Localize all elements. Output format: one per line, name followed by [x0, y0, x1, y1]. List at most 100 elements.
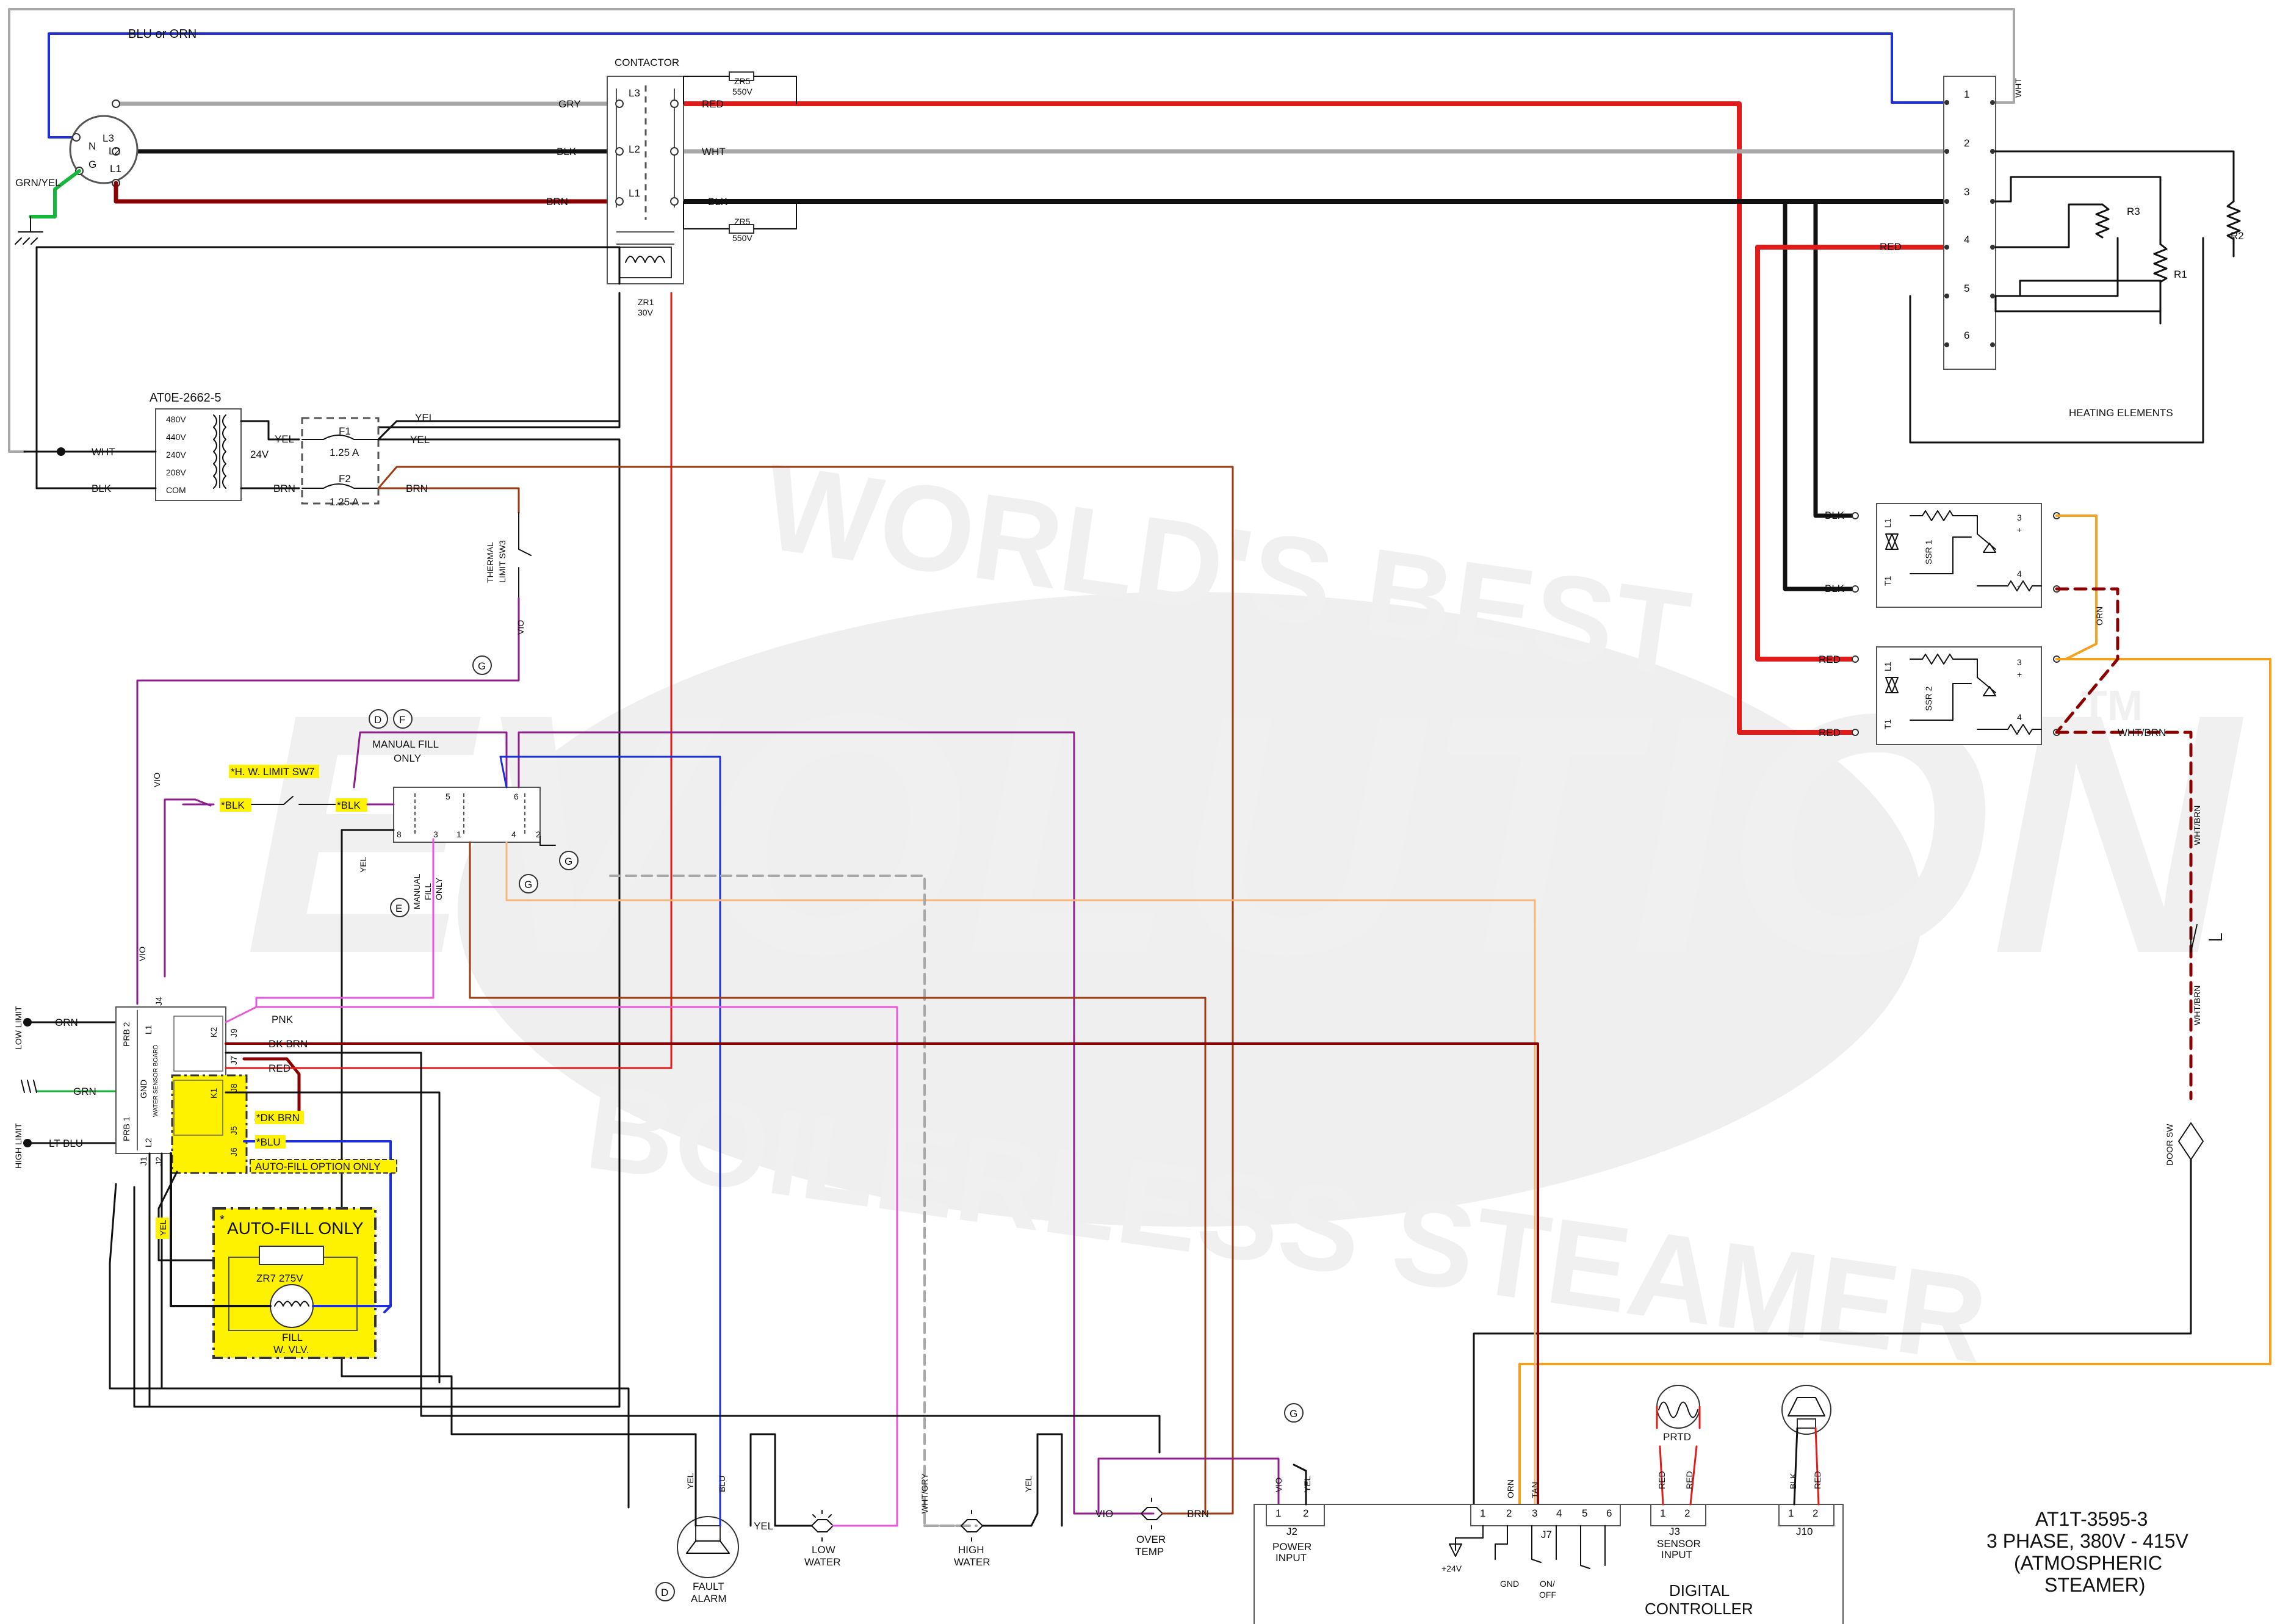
j7-pin5: 5: [1582, 1507, 1587, 1519]
ssr2-label: SSR 2: [1924, 686, 1933, 711]
contactor: CONTACTOR L3 L2 L1 GRY BLK BRN RED WHT B…: [546, 57, 797, 317]
ssr-section: SSR 1 L1 T1 3 + 4 - SSR 2 L1 T1 3 + 4 -: [1518, 503, 2271, 1509]
manual-fill-circle-f: F: [399, 714, 405, 726]
watermark-tm: TM: [2081, 682, 2143, 729]
ssr2-pin3: 3: [2017, 657, 2022, 667]
fuse-f2: F2: [339, 473, 351, 485]
mfs-circle-e: E: [395, 903, 402, 914]
sensor-gnd: GND: [139, 1080, 148, 1099]
sensor-grn: GRN: [73, 1086, 96, 1097]
manual-fill-circle-d: D: [374, 714, 381, 726]
mfs-pin5: 5: [446, 792, 450, 801]
mfs-pin6: 6: [514, 792, 519, 801]
sensor-lt-blu: LT BLU: [49, 1138, 83, 1149]
j7-pin2: 2: [1506, 1507, 1512, 1519]
thermal-label1: THERMAL: [485, 542, 495, 583]
controller-on-off1: ON/: [1540, 1579, 1555, 1589]
contactor-out-red: RED: [702, 98, 724, 110]
sensor-prb2: PRB 2: [121, 1022, 131, 1047]
ssr1-label: SSR 1: [1924, 540, 1933, 565]
ssr1-l1: L1: [1883, 518, 1892, 528]
sensor-input1: SENSOR: [1657, 1538, 1701, 1550]
j3-pin2: 2: [1684, 1507, 1690, 1519]
tap-208: 208V: [166, 467, 186, 477]
high-water1: HIGH: [958, 1544, 984, 1556]
ssr-orn: ORN: [2094, 607, 2104, 626]
top-bus-wht: WHT: [2013, 78, 2023, 98]
door-switch: WHT/BRN WHT/BRN DOOR SW: [1473, 806, 2222, 1509]
ssr1-minus: -: [2017, 581, 2020, 591]
door-sw-label: DOOR SW: [2165, 1124, 2174, 1166]
j3-pin1: 1: [1660, 1507, 1665, 1519]
sensor-prb1: PRB 1: [121, 1116, 131, 1141]
contactor-zr5-top-v: 550V: [732, 87, 752, 96]
high-wht: WHT/GRY: [920, 1473, 929, 1514]
sensor-pnk: PNK: [272, 1014, 294, 1025]
sensor-red: RED: [269, 1063, 290, 1074]
sensor-orn: ORN: [55, 1017, 78, 1028]
mfs-yel: YEL: [358, 856, 368, 873]
door-wht-brn-top: WHT/BRN: [2192, 806, 2202, 845]
sensor-l1: L1: [143, 1025, 153, 1034]
fuse-f2-rating: 1.25 A: [330, 496, 359, 508]
tap-240: 240V: [166, 450, 186, 460]
contactor-zr5-top: ZR5: [734, 76, 751, 86]
ssr2-t1: T1: [1883, 719, 1892, 729]
transformer-title: AT0E-2662-5: [150, 391, 221, 405]
term-1: 1: [1964, 88, 1969, 100]
inlet-pin-l3: L3: [103, 132, 114, 144]
autofill-star: *: [220, 1213, 225, 1227]
j3-red2: RED: [1684, 1471, 1694, 1489]
contactor-out-blk: BLK: [708, 196, 728, 208]
j2-label: J2: [1286, 1526, 1297, 1537]
low-limit-label: LOW LIMIT: [13, 1006, 23, 1050]
ssr1-t1: T1: [1883, 576, 1892, 586]
inlet-pin-n: N: [88, 140, 96, 152]
ssr2-plus: +: [2017, 669, 2022, 679]
term-3: 3: [1964, 186, 1969, 198]
low-water: YEL LOW WATER: [749, 1433, 898, 1568]
transformer-secondary: 24V: [250, 449, 269, 460]
heating-elements-title: HEATING ELEMENTS: [2069, 407, 2173, 419]
sensor-autofill-option: AUTO-FILL OPTION ONLY: [255, 1161, 381, 1172]
sensor-j7: J7: [229, 1056, 239, 1065]
j2-vio: VIO: [1274, 1478, 1283, 1492]
over-temp2: TEMP: [1135, 1546, 1164, 1557]
fuse-f1: F1: [339, 425, 351, 437]
term-2: 2: [1964, 137, 1969, 149]
high-yel: YEL: [1023, 1476, 1033, 1492]
autofill-zr7: ZR7 275V: [256, 1272, 303, 1284]
top-bus: BLU or ORN WHT: [8, 8, 2023, 735]
contactor-pole-l2: L2: [629, 143, 640, 155]
model-line2: 3 PHASE, 380V - 415V: [1986, 1530, 2189, 1552]
ssr-wht-brn: WHT/BRN: [2118, 727, 2166, 738]
water-sensor-board: LOW LIMIT HIGH LIMIT ORN GRN LT BLU PRB …: [13, 947, 1539, 1527]
prtd-label: PRTD: [1663, 1431, 1691, 1443]
ssr1-plus: +: [2017, 525, 2022, 535]
inlet-pin-g: G: [88, 159, 96, 170]
mfs-circle-g2: G: [524, 879, 532, 890]
top-bus-label: BLU or ORN: [128, 27, 197, 41]
mfs-manual1: MANUAL: [412, 873, 422, 909]
inlet-ground-label: GRN/YEL: [15, 177, 61, 189]
contactor-coil-v: 30V: [638, 308, 654, 317]
controller-title1: DIGITAL: [1669, 1581, 1730, 1600]
j7-label: J7: [1541, 1529, 1552, 1540]
sensor-blu-star: *BLU: [256, 1136, 281, 1148]
transformer-blk: BLK: [92, 483, 112, 494]
fault-blu: BLU: [717, 1476, 727, 1492]
hw-limit-vio: VIO: [152, 773, 162, 787]
transformer: AT0E-2662-5 480V 440V 240V 208V COM 24V …: [23, 246, 621, 501]
fault-alarm: YEL BLU FAULT ALARM D: [655, 1473, 739, 1604]
fault-alarm2: ALARM: [691, 1593, 727, 1604]
contactor-in-gry: GRY: [558, 98, 581, 110]
sensor-j6: J6: [229, 1147, 239, 1157]
over-circle-g: G: [1290, 1408, 1297, 1420]
resistor-r2-label: R2: [2231, 230, 2244, 242]
ssr1-pin4: 4: [2017, 569, 2022, 579]
thermal-vio: VIO: [516, 620, 525, 635]
tap-440: 440V: [166, 432, 186, 442]
high-water: WHT/GRY YEL HIGH WATER: [920, 1433, 1063, 1568]
j3-label: J3: [1669, 1526, 1680, 1537]
